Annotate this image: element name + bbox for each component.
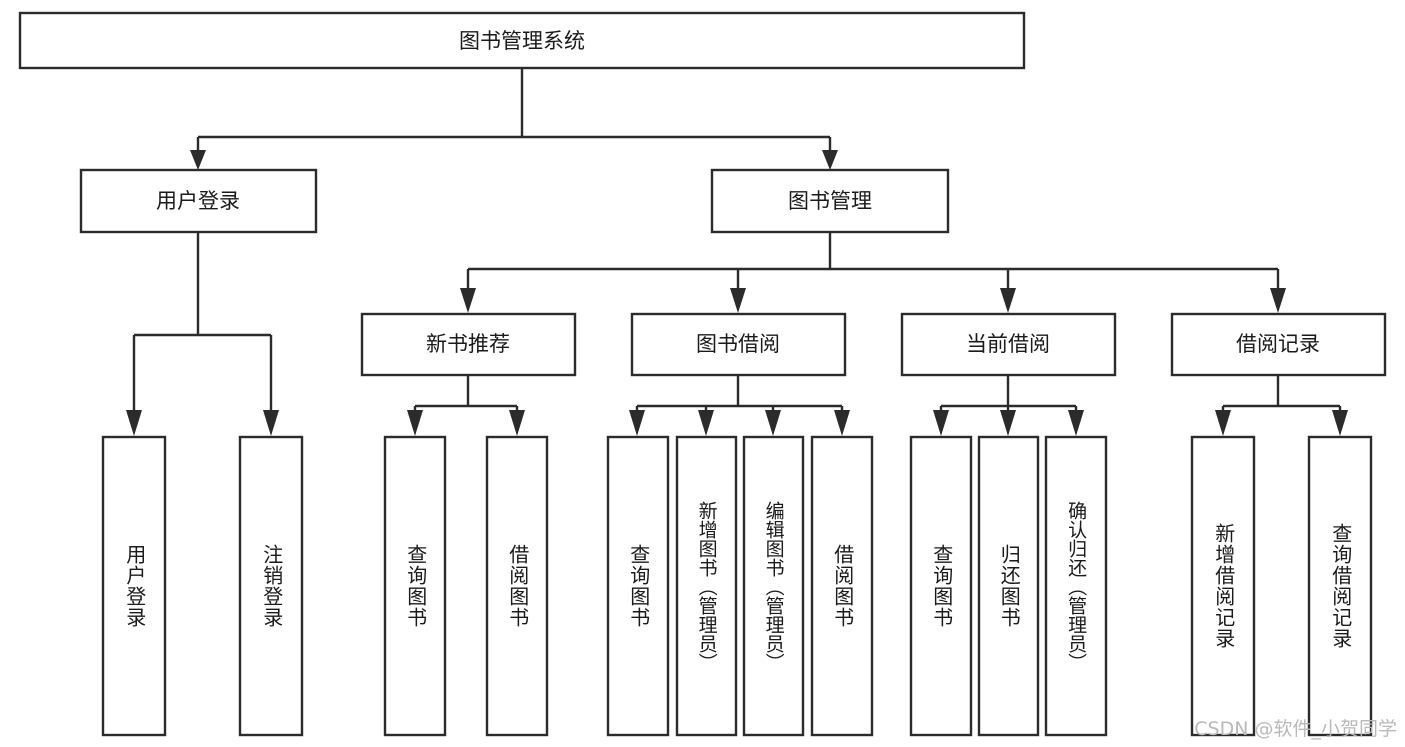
node-leaf-book-borrow-2[interactable] — [675, 435, 738, 737]
arrow-leaf-user-login-2 — [263, 410, 279, 436]
node-leaf-book-borrow-1[interactable] — [606, 435, 670, 737]
arrow-to-book-borrow — [730, 288, 746, 313]
node-leaf-new-book-2[interactable] — [485, 435, 549, 737]
arrow-leaf-book-borrow-3 — [765, 410, 781, 436]
node-leaf-book-borrow-3[interactable] — [742, 435, 805, 737]
arrow-leaf-book-borrow-2 — [698, 410, 714, 436]
node-borrow-record-label: 借阅记录 — [1236, 332, 1320, 356]
node-leaf-current-borrow-1[interactable] — [909, 435, 973, 737]
node-leaf-borrow-record-2[interactable] — [1307, 435, 1373, 737]
node-user-login-label: 用户登录 — [156, 189, 240, 213]
node-book-borrow[interactable] — [630, 312, 847, 377]
arrow-leaf-book-borrow-4 — [834, 410, 850, 436]
node-user-login[interactable] — [79, 168, 318, 234]
node-book-borrow-label: 图书借阅 — [696, 332, 780, 356]
arrow-to-book-manage — [822, 150, 838, 170]
arrow-leaf-borrow-record-1 — [1215, 410, 1231, 436]
arrow-leaf-current-borrow-3 — [1068, 410, 1084, 436]
node-leaf-book-borrow-4[interactable] — [810, 435, 874, 737]
node-root-label: 图书管理系统 — [459, 29, 585, 53]
node-borrow-record[interactable] — [1170, 312, 1387, 377]
arrow-leaf-new-book-2 — [509, 410, 525, 436]
arrow-leaf-borrow-record-2 — [1332, 410, 1348, 436]
node-current-borrow[interactable] — [900, 312, 1117, 377]
arrow-leaf-user-login-1 — [126, 410, 142, 436]
connector-layer — [126, 68, 1348, 436]
node-leaf-current-borrow-3[interactable] — [1044, 435, 1108, 737]
arrow-leaf-book-borrow-1 — [629, 410, 645, 436]
arrow-to-user-login — [190, 150, 206, 170]
node-root[interactable] — [18, 11, 1026, 70]
node-leaf-user-login-1[interactable] — [101, 435, 167, 737]
node-book-manage-label: 图书管理 — [788, 189, 872, 213]
arrow-to-borrow-record — [1270, 288, 1286, 313]
arrow-leaf-current-borrow-1 — [933, 410, 949, 436]
node-new-book-label: 新书推荐 — [426, 332, 510, 356]
watermark: CSDN @软件_小贺同学 — [1194, 718, 1397, 740]
arrow-to-current-borrow — [1000, 288, 1016, 313]
arrow-leaf-new-book-1 — [407, 410, 423, 436]
arrow-to-new-book — [460, 288, 476, 313]
node-leaf-borrow-record-1[interactable] — [1190, 435, 1256, 737]
node-leaf-current-borrow-2[interactable] — [977, 435, 1040, 737]
node-new-book[interactable] — [360, 312, 577, 377]
node-book-manage[interactable] — [710, 168, 950, 234]
node-leaf-user-login-2[interactable] — [238, 435, 304, 737]
arrow-leaf-current-borrow-2 — [1000, 410, 1016, 436]
node-current-borrow-label: 当前借阅 — [966, 332, 1050, 356]
node-layer: 图书管理系统 用户登录 图书管理 新书推荐 图书借阅 当前借阅 借阅记录 — [18, 11, 1387, 737]
node-leaf-new-book-1[interactable] — [383, 435, 447, 737]
